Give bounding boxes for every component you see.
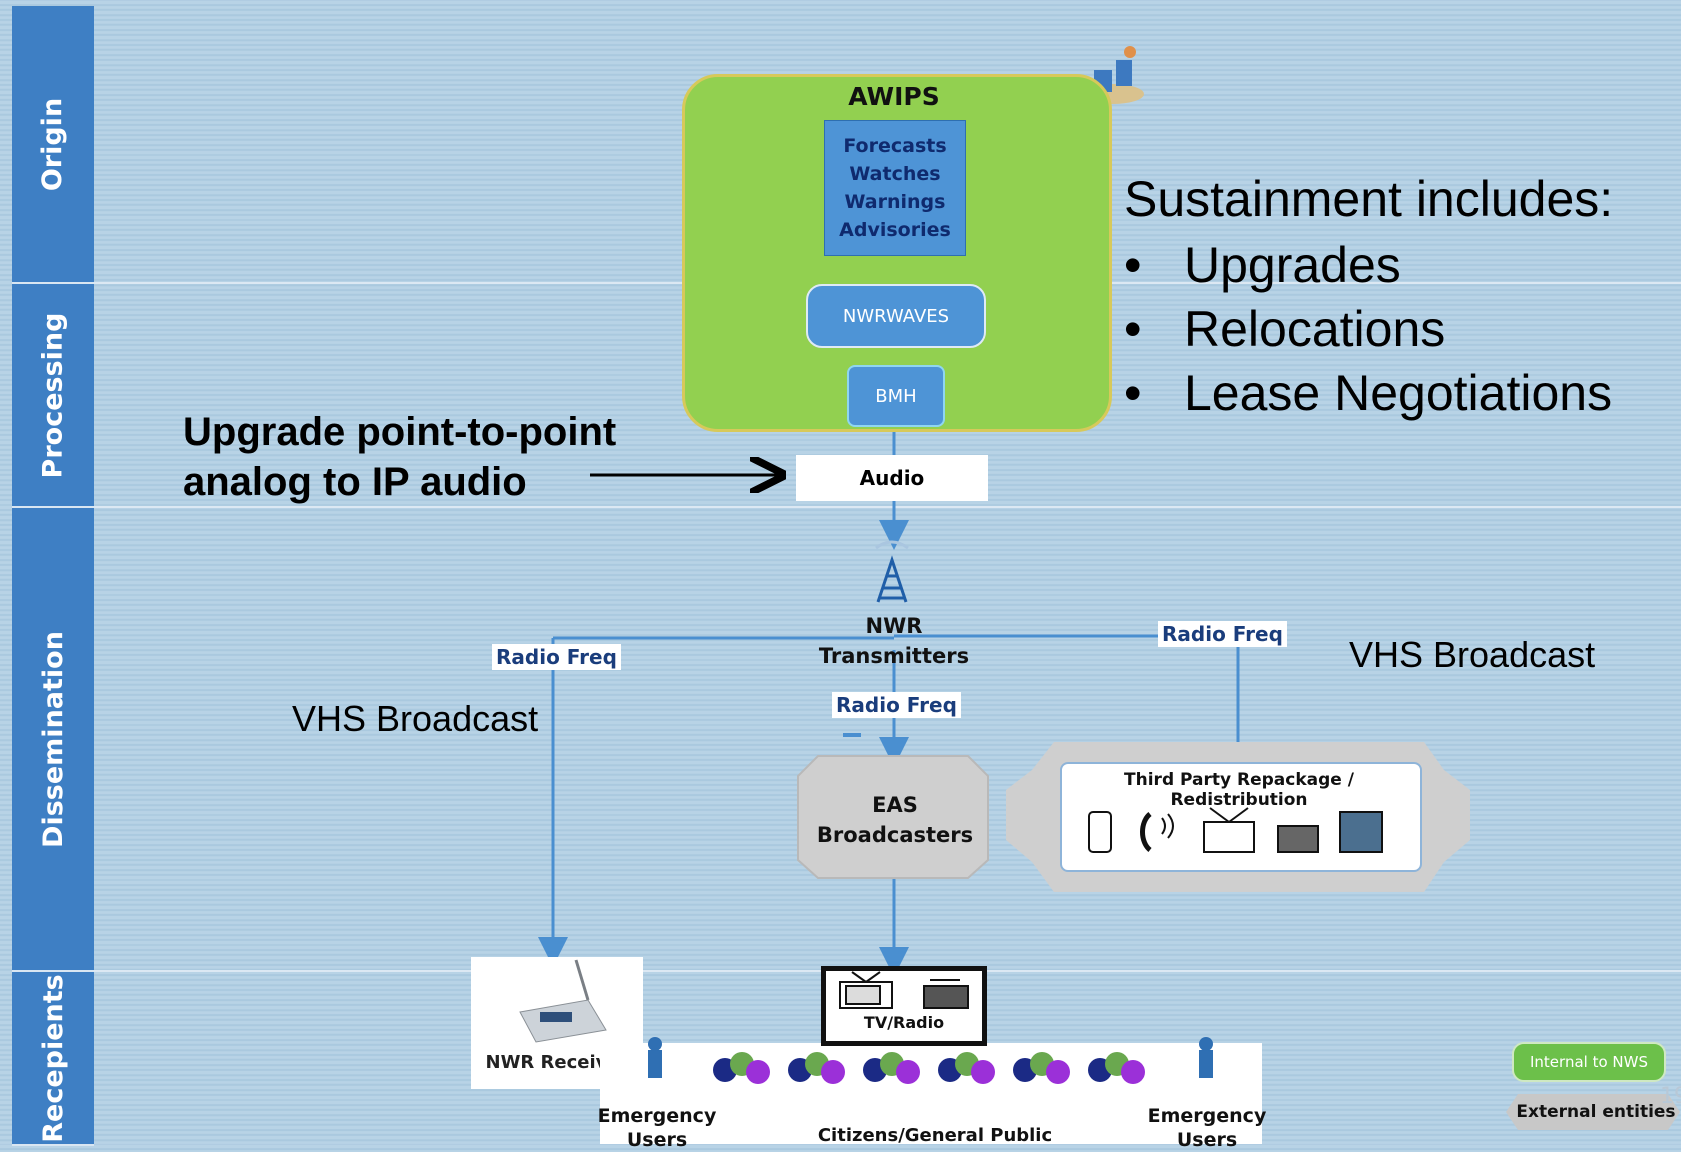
sustainment-title: Sustainment includes:	[1124, 171, 1614, 227]
legend-external-shape	[1506, 1094, 1680, 1130]
bullet: •	[1124, 237, 1142, 293]
awips-title: AWIPS	[848, 82, 940, 111]
nwrwaves-box: NWRWAVES	[806, 284, 986, 348]
lane-origin: Origin	[12, 6, 94, 284]
lane-processing: Processing	[12, 284, 94, 508]
vhs-broadcast-label-left: VHS Broadcast	[292, 698, 539, 739]
product-advisories: Advisories	[839, 219, 951, 241]
legend-external: External entities	[1516, 1102, 1676, 1122]
public-box	[600, 1043, 1262, 1144]
product-watches: Watches	[849, 163, 941, 185]
product-forecasts: Forecasts	[843, 135, 947, 157]
eas-shape	[797, 755, 989, 879]
third-party-title: Third Party Repackage / Redistribution	[1124, 770, 1354, 810]
tv-radio-label: TV/Radio	[863, 1013, 945, 1032]
eas-line1: EAS	[872, 793, 918, 817]
sustainment-item: • Relocations	[1124, 300, 1445, 358]
radio-freq-label-left: Radio Freq	[492, 644, 621, 670]
sustainment-item-label: Lease Negotiations	[1184, 365, 1613, 421]
bmh-box: BMH	[847, 365, 945, 427]
upgrade-note-line2: analog to IP audio	[183, 460, 527, 504]
page-number: 19	[1660, 1084, 1681, 1109]
tv-radio-box	[821, 966, 987, 1046]
sustainment-item: • Upgrades	[1124, 236, 1401, 294]
products-box: Forecasts Watches Warnings Advisories	[824, 120, 966, 256]
eas-line2: Broadcasters	[816, 823, 974, 847]
bullet: •	[1124, 301, 1142, 357]
citizens-label: Citizens/General Public	[817, 1125, 1053, 1146]
sustainment-item-label: Relocations	[1184, 301, 1446, 357]
transmitters-label: Transmitters	[818, 644, 970, 668]
emergency-users-right: Emergency Users	[1147, 1105, 1267, 1151]
swim-lanes: Origin Processing Dissemination Recepien…	[12, 6, 94, 1146]
nwr-receiver-label: NWR Receiver	[485, 1052, 629, 1073]
radio-freq-label-center: Radio Freq	[832, 692, 961, 718]
lane-recipients: Recepients	[12, 972, 94, 1146]
lane-dissemination: Dissemination	[12, 508, 94, 972]
product-warnings: Warnings	[844, 191, 946, 213]
legend-internal: Internal to NWS	[1512, 1042, 1666, 1082]
sustainment-item-label: Upgrades	[1184, 237, 1401, 293]
bullet: •	[1124, 365, 1142, 421]
audio-box: Audio	[796, 455, 988, 501]
sustainment-item: • Lease Negotiations	[1124, 364, 1612, 422]
vhs-broadcast-label-right: VHS Broadcast	[1349, 634, 1596, 675]
transmitter-tower-icon	[875, 540, 909, 603]
emergency-users-left: Emergency Users	[597, 1105, 717, 1151]
eas-label: EAS Broadcasters	[800, 790, 990, 850]
nwr-label: NWR	[865, 614, 923, 638]
radio-freq-label-right: Radio Freq	[1158, 621, 1287, 647]
lane-divider	[94, 506, 1681, 508]
upgrade-note-line1: Upgrade point-to-point	[183, 410, 617, 454]
